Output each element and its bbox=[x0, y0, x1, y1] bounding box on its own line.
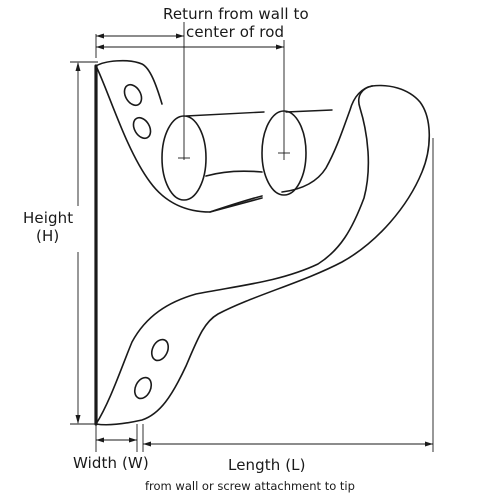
length-label: Length (L) bbox=[228, 456, 306, 474]
rod-right bbox=[261, 109, 333, 196]
rod-right-top-line bbox=[285, 109, 333, 113]
return-arrow-right-upper bbox=[176, 33, 184, 39]
rod-neck-bottom bbox=[209, 195, 263, 213]
length-arrow-right bbox=[425, 441, 433, 447]
height-dimension bbox=[70, 61, 98, 425]
return-dimension bbox=[95, 22, 285, 160]
width-arrow-right bbox=[129, 437, 137, 443]
mount-hole-1 bbox=[123, 83, 143, 107]
width-dimension bbox=[95, 424, 138, 452]
rod-left-end-cap bbox=[161, 115, 207, 201]
return-arrow-right-lower bbox=[276, 44, 284, 50]
return-arrow-left-upper bbox=[96, 33, 104, 39]
return-arrow-left-lower bbox=[96, 44, 104, 50]
return-label-line-2: center of rod bbox=[186, 23, 285, 41]
length-dimension bbox=[142, 138, 434, 452]
width-label: Width (W) bbox=[73, 454, 149, 472]
mount-hole-3 bbox=[150, 338, 170, 362]
height-arrow-bottom bbox=[75, 415, 81, 424]
height-label: Height bbox=[23, 209, 74, 227]
width-arrow-left bbox=[96, 437, 104, 443]
tip-cup-edge bbox=[281, 85, 373, 193]
return-label-line-1: Return from wall to bbox=[163, 5, 309, 23]
mount-hole-4 bbox=[133, 376, 153, 400]
rod-left-top-line bbox=[185, 111, 265, 117]
inner-curve-edge bbox=[95, 85, 373, 425]
upper-arm-edge bbox=[95, 65, 263, 213]
rod-neck-top bbox=[205, 170, 263, 177]
height-arrow-top bbox=[75, 62, 81, 71]
rod-right-end-cap bbox=[261, 110, 307, 196]
wall-plate-top bbox=[95, 59, 163, 105]
lower-body-edge bbox=[95, 84, 431, 426]
bracket-body bbox=[94, 59, 431, 426]
length-note-label: from wall or screw attachment to tip bbox=[145, 479, 355, 493]
length-arrow-left bbox=[143, 441, 151, 447]
mount-hole-2 bbox=[132, 116, 152, 140]
height-symbol-label: (H) bbox=[36, 227, 60, 245]
rod-left bbox=[161, 111, 265, 201]
